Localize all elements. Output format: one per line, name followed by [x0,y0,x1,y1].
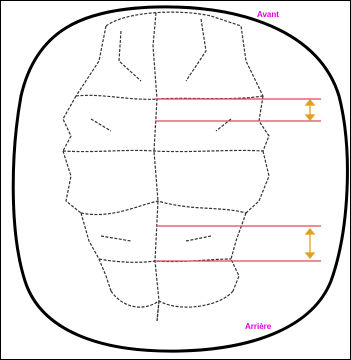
label-rear: Arrière [245,322,272,331]
measurement-arrows [306,100,314,258]
label-front: Avant [257,10,279,19]
scute-pattern [63,12,269,321]
carapace-outline [13,7,347,351]
double-arrow-upper-icon [306,100,314,120]
double-arrow-lower-icon [306,229,314,258]
